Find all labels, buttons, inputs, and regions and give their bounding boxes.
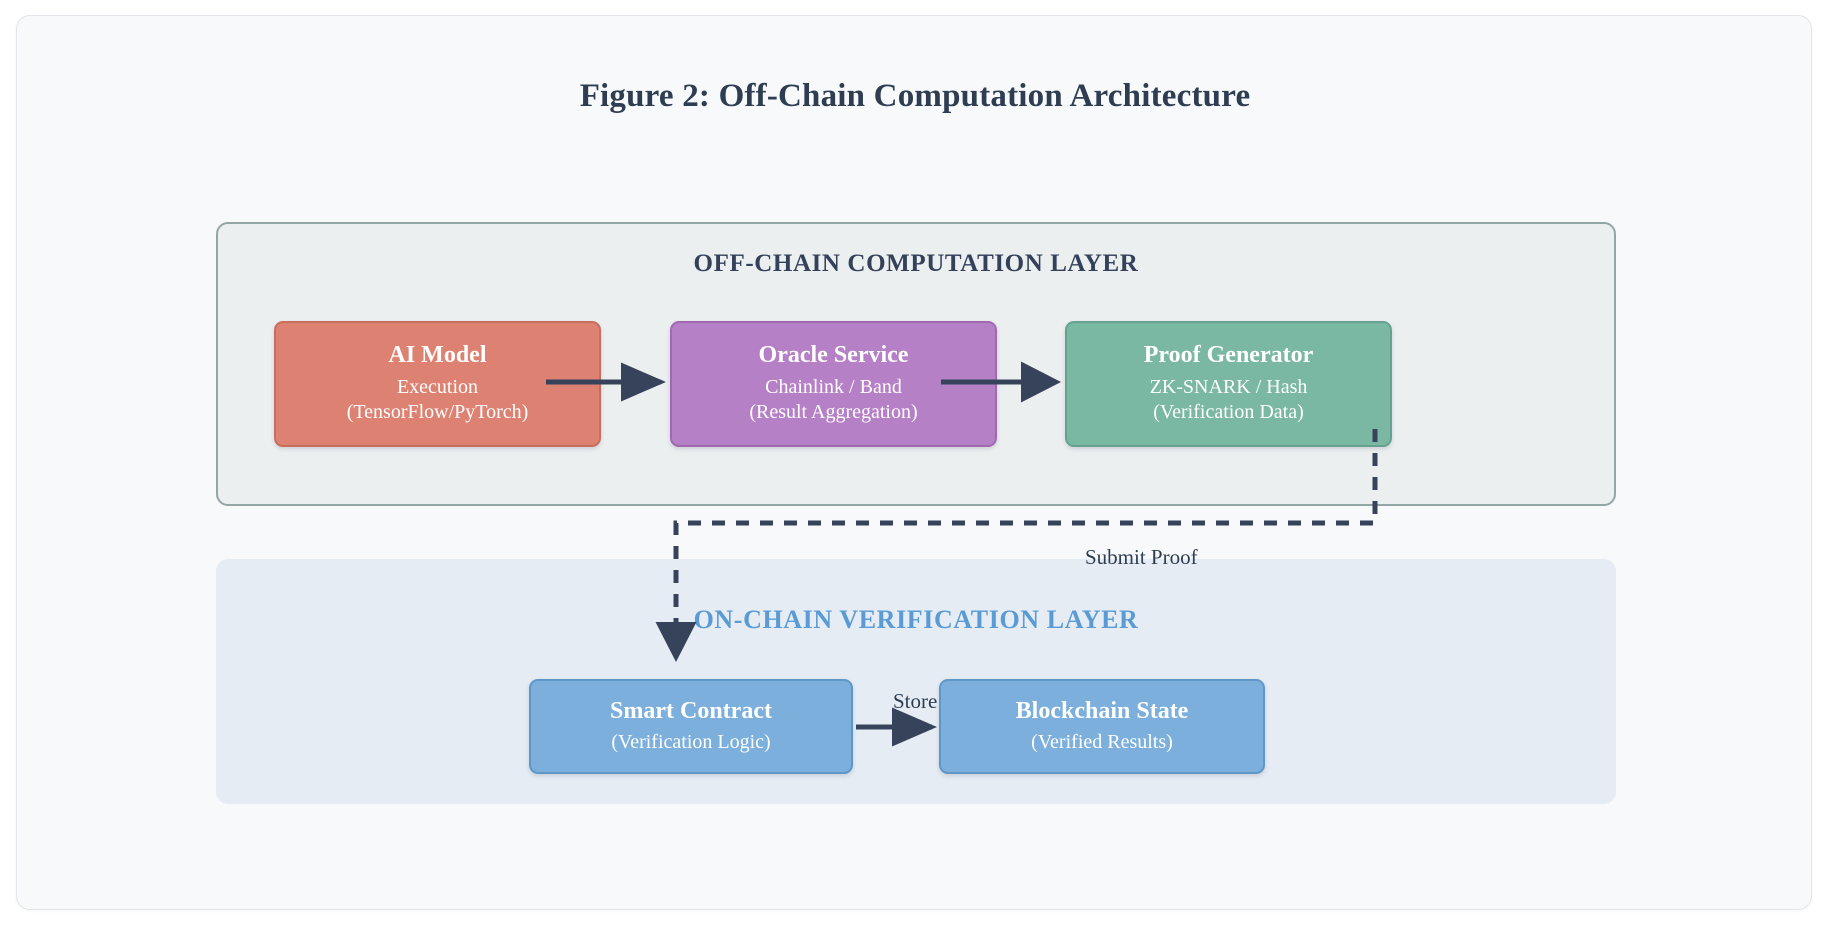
edge-label-store: Store <box>893 689 938 713</box>
edge-label-submit-proof: Submit Proof <box>1085 545 1198 569</box>
node-proof-generator-subtitle-2: (Verification Data) <box>1153 401 1304 424</box>
on-chain-layer-heading: ON-CHAIN VERIFICATION LAYER <box>693 605 1139 634</box>
node-blockchain-state[interactable]: Blockchain State (Verified Results) <box>939 679 1265 774</box>
node-oracle-service-title: Oracle Service <box>758 342 909 369</box>
node-proof-generator-subtitle-1: ZK-SNARK / Hash <box>1149 375 1308 398</box>
node-proof-generator-title: Proof Generator <box>1143 342 1314 369</box>
node-ai-model-title: AI Model <box>388 342 487 369</box>
node-oracle-service-subtitle-2: (Result Aggregation) <box>749 401 918 424</box>
figure-title: Figure 2: Off-Chain Computation Architec… <box>579 78 1251 114</box>
node-blockchain-state-subtitle-1: (Verified Results) <box>1031 730 1173 753</box>
node-ai-model-subtitle-2: (TensorFlow/PyTorch) <box>346 401 529 424</box>
off-chain-computation-layer-panel: OFF-CHAIN COMPUTATION LAYER AI Model Exe… <box>216 222 1616 506</box>
off-chain-layer-heading: OFF-CHAIN COMPUTATION LAYER <box>693 250 1139 277</box>
on-chain-verification-layer-panel: ON-CHAIN VERIFICATION LAYER Smart Contra… <box>216 559 1616 804</box>
node-smart-contract-subtitle-1: (Verification Logic) <box>611 730 771 753</box>
node-ai-model-subtitle-1: Execution <box>396 375 479 398</box>
figure-card: Figure 2: Off-Chain Computation Architec… <box>16 15 1812 910</box>
node-oracle-service-subtitle-1: Chainlink / Band <box>765 375 902 398</box>
node-blockchain-state-title: Blockchain State <box>1015 697 1189 724</box>
node-proof-generator[interactable]: Proof Generator ZK-SNARK / Hash (Verific… <box>1065 321 1392 447</box>
node-smart-contract[interactable]: Smart Contract (Verification Logic) <box>529 679 853 774</box>
node-smart-contract-title: Smart Contract <box>610 697 772 724</box>
node-oracle-service[interactable]: Oracle Service Chainlink / Band (Result … <box>670 321 997 447</box>
node-ai-model[interactable]: AI Model Execution (TensorFlow/PyTorch) <box>274 321 601 447</box>
